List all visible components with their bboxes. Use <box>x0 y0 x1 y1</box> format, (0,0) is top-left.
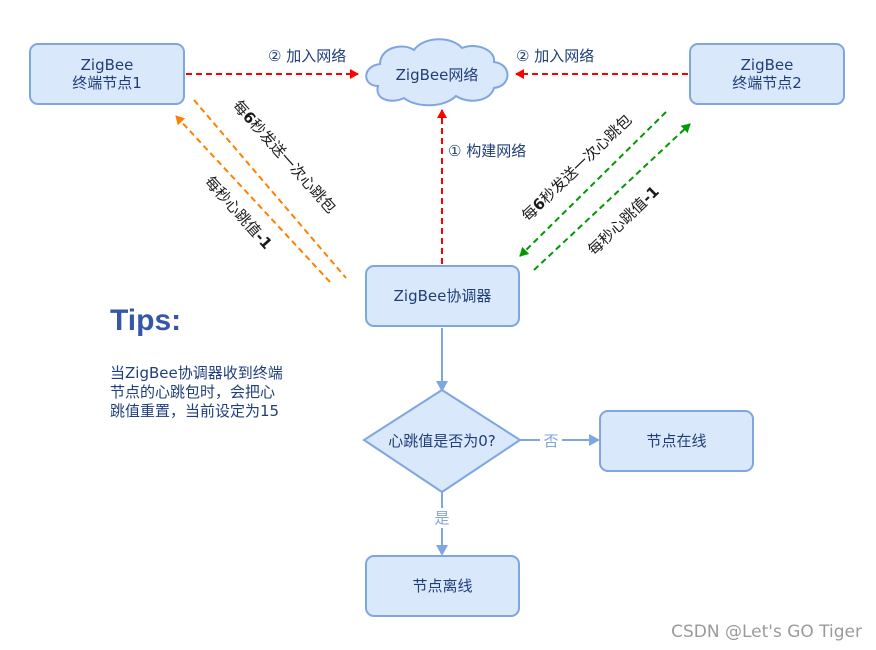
end-node-1-label: ZigBee 终端节点1 <box>72 56 142 92</box>
heartbeat-label-left: 每6秒发送一次心跳包 <box>229 97 340 217</box>
decrement-label-right: 每秒心跳值-1 <box>584 182 662 259</box>
network-cloud <box>365 38 509 107</box>
heartbeat-label-right: 每6秒发送一次心跳包 <box>518 111 635 225</box>
end-node-2-label: ZigBee 终端节点2 <box>732 56 802 92</box>
offline-node: 节点离线 <box>365 555 520 617</box>
decision-label: 心跳值是否为0? <box>388 432 496 450</box>
end-node-1: ZigBee 终端节点1 <box>29 43 185 105</box>
decrement-arrow-left <box>175 115 331 283</box>
yes-label: 是 <box>434 509 449 527</box>
online-label: 节点在线 <box>646 432 707 450</box>
network-label: ZigBee网络 <box>396 66 479 84</box>
offline-label: 节点离线 <box>412 577 473 595</box>
join-label-left: ② 加入网络 <box>268 47 346 65</box>
watermark: CSDN @Let's GO Tiger <box>671 622 862 642</box>
heartbeat-arrow-right <box>519 111 667 257</box>
tips-text: 当ZigBee协调器收到终端 节点的心跳包时，会把心 跳值重置，当前设定为15 <box>110 364 283 420</box>
join-label-right: ② 加入网络 <box>516 47 594 65</box>
end-node-2: ZigBee 终端节点2 <box>689 43 845 105</box>
coordinator-label: ZigBee协调器 <box>393 287 492 305</box>
coordinator-node: ZigBee协调器 <box>365 265 520 327</box>
build-network-label: ① 构建网络 <box>448 142 526 160</box>
tips-title: Tips: <box>110 304 182 337</box>
decision-diamond <box>362 388 522 494</box>
online-node: 节点在线 <box>599 410 754 472</box>
no-label: 否 <box>543 432 558 450</box>
heartbeat-arrow-left <box>193 99 347 279</box>
decrement-arrow-right <box>533 123 691 271</box>
